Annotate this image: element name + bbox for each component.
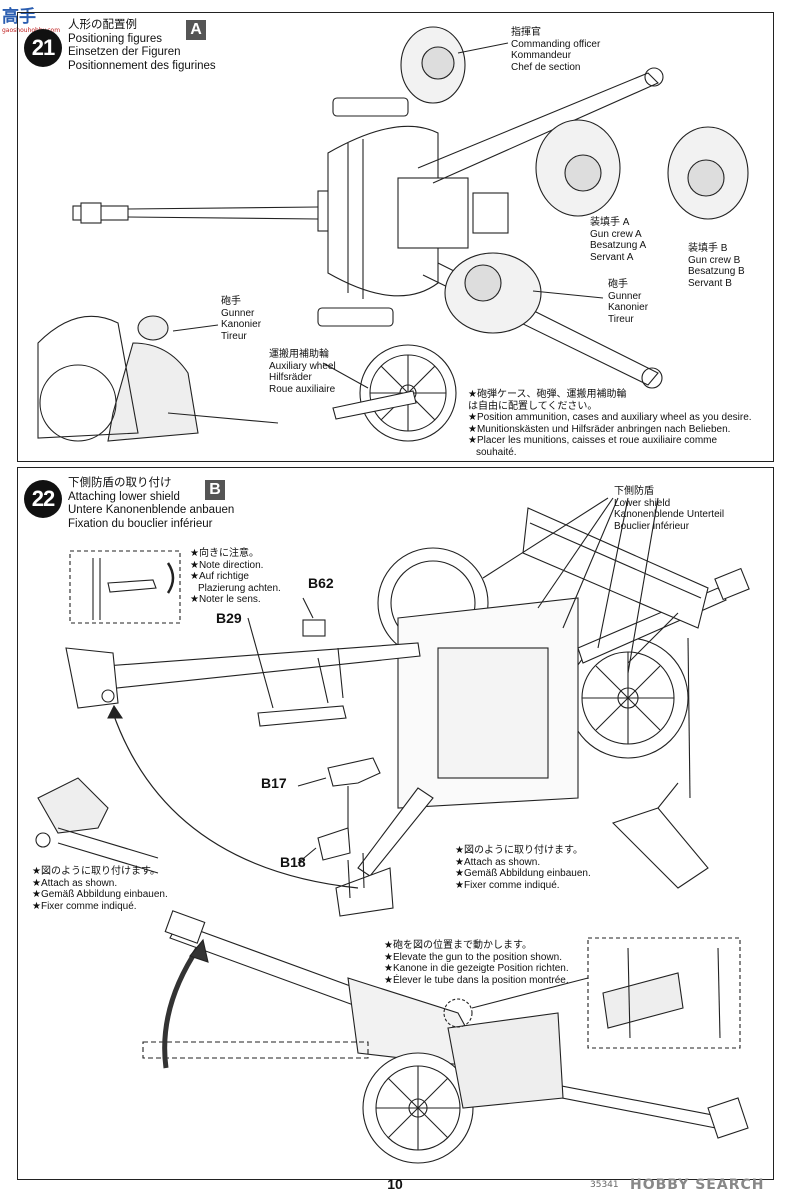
label-commanding-officer: 指揮官 Commanding officer Kommandeur Chef d… (511, 27, 600, 73)
label-line: 運搬用補助輪 (269, 349, 329, 360)
label-line: Gun crew B (688, 254, 741, 266)
label-line: Commanding officer (511, 38, 601, 50)
title-de: Untere Kanonenblende anbauen (68, 504, 235, 516)
watermark-code: 35341 (590, 1180, 619, 1190)
note-line: ★Gemäß Abbildung einbauen. (32, 889, 168, 900)
section-badge: B (205, 480, 225, 500)
note-line: ★Munitionskästen und Hilfsräder anbringe… (468, 423, 731, 435)
step-22-panel: 22 B 下側防盾の取り付け Attaching lower shield Un… (17, 467, 774, 1180)
label-gunner-left: 砲手 Gunner Kanonier Tireur (221, 296, 261, 342)
note-line: ★Note direction. (190, 559, 264, 571)
label-line: Besatzung B (688, 266, 745, 277)
note-line: ★Attach as shown. (32, 877, 118, 889)
label-gun-crew-b: 装填手 B Gun crew B Besatzung B Servant B (688, 243, 745, 289)
title-en: Positioning figures (68, 32, 162, 45)
title-fr: Positionnement des figurines (68, 59, 216, 72)
label-line: Gun crew A (590, 228, 642, 240)
label-line: Gunner (221, 307, 255, 319)
note-line: ★Auf richtige (190, 571, 249, 582)
note-positioning: ★砲弾ケース、砲弾、運搬用補助輪 は自由に配置してください。 ★Position… (468, 389, 752, 458)
title-jp: 下側防盾の取り付け (68, 477, 172, 489)
page-number: 10 (387, 1176, 403, 1192)
note-line: ★Kanone in die gezeigte Position richten… (384, 963, 569, 974)
label-line: 砲手 (608, 279, 628, 290)
label-line: Tireur (608, 313, 634, 325)
note-elevate: ★砲を図の位置まで動かします。 ★Elevate the gun to the … (384, 940, 569, 986)
label-line: Hilfsräder (269, 372, 312, 383)
step-number-badge: 22 (24, 480, 62, 518)
label-line: Servant A (590, 251, 634, 263)
watermark-sub: gaoshouhobby.com (2, 27, 61, 34)
label-line: 下側防盾 (614, 486, 654, 497)
note-line: ★Fixer comme indiqué. (455, 879, 560, 891)
step-title: 下側防盾の取り付け Attaching lower shield Untere … (68, 477, 234, 531)
label-line: 指揮官 (511, 27, 541, 38)
label-line: Auxiliary wheel (269, 360, 336, 372)
label-line: Servant B (688, 277, 732, 289)
label-line: Kanonier (608, 302, 649, 313)
label-line: Roue auxiliaire (269, 383, 336, 395)
note-line: ★Position ammunition, cases and auxiliar… (468, 412, 752, 423)
part-label-b29: B29 (216, 610, 242, 626)
label-line: 装填手 A (590, 217, 630, 228)
note-line: ★図のように取り付けます。 (455, 845, 583, 856)
note-line: Plazierung achten. (198, 582, 281, 594)
label-auxiliary-wheel: 運搬用補助輪 Auxiliary wheel Hilfsräder Roue a… (269, 349, 336, 395)
note-attach-left: ★図のように取り付けます。 ★Attach as shown. ★Gemäß A… (32, 866, 168, 912)
watermark-logo-bottom: HOBBY SEARCH (630, 1177, 764, 1193)
label-line: Kanonier (221, 319, 262, 330)
note-line: ★Attach as shown. (455, 856, 541, 868)
note-line: souhaité. (476, 446, 517, 458)
label-line: Tireur (221, 330, 247, 342)
note-line: ★図のように取り付けます。 (32, 866, 160, 877)
label-line: Lower shield (614, 497, 671, 509)
label-line: Bouclier inférieur (614, 520, 690, 532)
note-line: ★Noter le sens. (190, 594, 261, 605)
label-line: Kanonenblende Unterteil (614, 509, 725, 520)
part-label-b18: B18 (280, 854, 306, 870)
note-line: ★Placer les munitions, caisses et roue a… (468, 435, 718, 446)
label-line: Gunner (608, 290, 642, 302)
section-badge: A (186, 20, 206, 40)
title-jp: 人形の配置例 (68, 19, 137, 31)
note-attach-right: ★図のように取り付けます。 ★Attach as shown. ★Gemäß A… (455, 845, 591, 891)
label-line: Kommandeur (511, 50, 572, 61)
part-label-b17: B17 (261, 775, 287, 791)
step-22-illustration (35, 497, 750, 1164)
title-fr: Fixation du bouclier inférieur (68, 517, 213, 530)
label-line: 装填手 B (688, 243, 728, 254)
note-line: ★砲を図の位置まで動かします。 (384, 940, 532, 951)
note-line: ★Fixer comme indiqué. (32, 900, 137, 912)
watermark-text: HOBBY SEARCH (630, 1177, 765, 1193)
label-gunner-right: 砲手 Gunner Kanonier Tireur (608, 279, 648, 325)
note-line: ★砲弾ケース、砲弾、運搬用補助輪 (468, 389, 627, 400)
note-line: ★Gemäß Abbildung einbauen. (455, 868, 591, 879)
title-en: Attaching lower shield (68, 490, 180, 503)
step-title: 人形の配置例 Positioning figures Einsetzen der… (68, 19, 216, 73)
step-21-panel: 21 A 人形の配置例 Positioning figures Einsetze… (17, 12, 774, 462)
step-21-illustration (37, 26, 749, 442)
label-line: 砲手 (221, 296, 241, 307)
label-line: Chef de section (511, 61, 581, 73)
label-line: Besatzung A (590, 240, 647, 251)
label-gun-crew-a: 装填手 A Gun crew A Besatzung A Servant A (590, 217, 646, 263)
label-lower-shield: 下側防盾 Lower shield Kanonenblende Untertei… (614, 486, 724, 532)
note-line: ★向きに注意。 (190, 548, 259, 559)
note-direction: ★向きに注意。 ★Note direction. ★Auf richtige P… (190, 548, 281, 606)
note-line: ★Elevate the gun to the position shown. (384, 951, 562, 963)
note-line: は自由に配置してください。 (468, 400, 598, 412)
title-de: Einsetzen der Figuren (68, 46, 181, 58)
note-line: ★Élever le tube dans la position montrée… (384, 974, 569, 986)
step-number-badge: 21 (24, 29, 62, 67)
part-label-b62: B62 (308, 575, 334, 591)
